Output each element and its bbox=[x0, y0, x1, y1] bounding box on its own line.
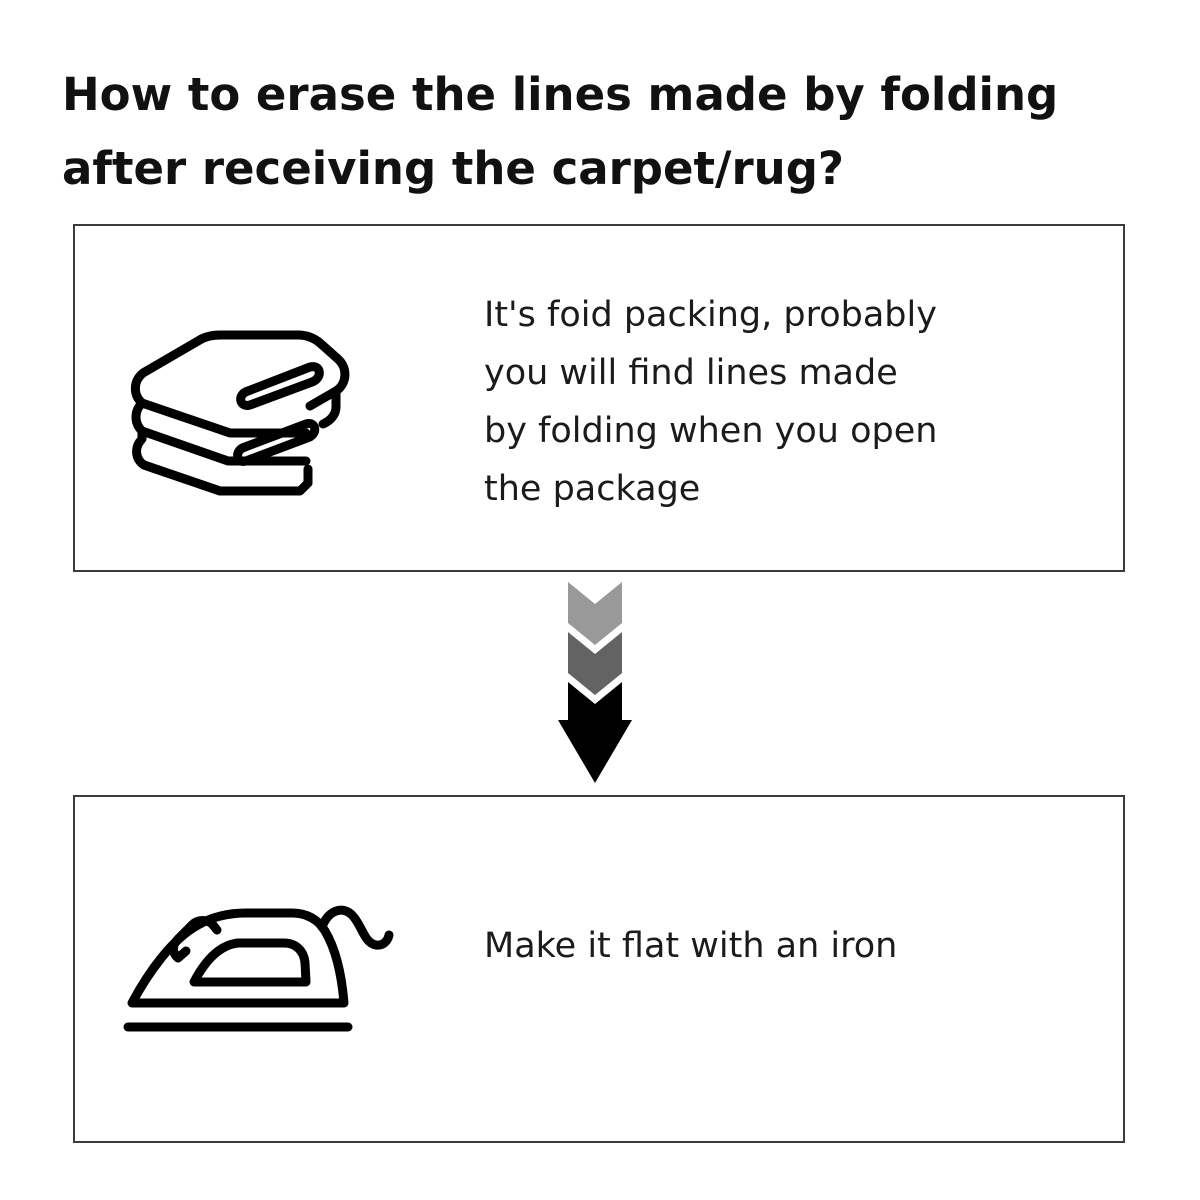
chevron-medium-segment bbox=[568, 632, 622, 695]
down-arrow-flow bbox=[555, 575, 635, 790]
chevron-light-segment bbox=[568, 582, 622, 645]
arrow-solid-segment bbox=[558, 682, 632, 783]
folded-towels-icon bbox=[120, 311, 390, 496]
clothes-iron-icon bbox=[120, 887, 400, 1047]
step-box-folded: It's foid packing, probably you will fin… bbox=[73, 224, 1125, 572]
step-box-iron: Make it flat with an iron bbox=[73, 795, 1125, 1143]
page-title: How to erase the lines made by folding a… bbox=[62, 68, 1059, 195]
step-1-description: It's foid packing, probably you will fin… bbox=[484, 295, 938, 509]
step-2-description: Make it flat with an iron bbox=[484, 926, 898, 966]
